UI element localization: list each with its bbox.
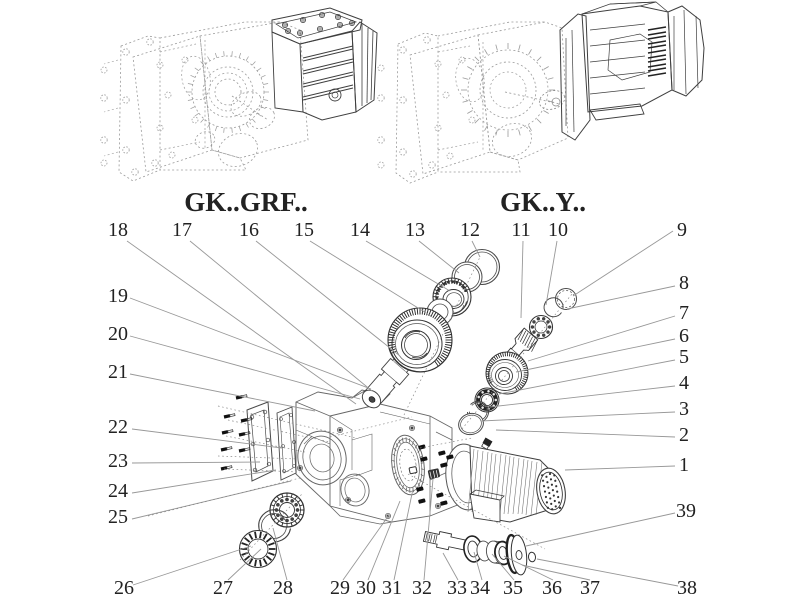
svg-text:17: 17 bbox=[172, 219, 192, 241]
svg-text:23: 23 bbox=[108, 450, 128, 472]
svg-text:21: 21 bbox=[108, 361, 128, 383]
svg-text:15: 15 bbox=[294, 219, 314, 241]
svg-text:32: 32 bbox=[412, 577, 432, 599]
svg-text:4: 4 bbox=[679, 372, 689, 394]
svg-text:26: 26 bbox=[114, 577, 134, 599]
svg-text:11: 11 bbox=[511, 219, 530, 241]
svg-text:28: 28 bbox=[273, 577, 293, 599]
svg-text:35: 35 bbox=[503, 577, 523, 599]
svg-text:13: 13 bbox=[405, 219, 425, 241]
svg-text:6: 6 bbox=[679, 325, 689, 347]
svg-text:1: 1 bbox=[679, 454, 689, 476]
svg-text:10: 10 bbox=[548, 219, 568, 241]
svg-text:37: 37 bbox=[580, 577, 600, 599]
svg-text:33: 33 bbox=[447, 577, 467, 599]
svg-text:2: 2 bbox=[679, 424, 689, 446]
svg-text:3: 3 bbox=[679, 398, 689, 420]
svg-text:36: 36 bbox=[542, 577, 562, 599]
svg-text:18: 18 bbox=[108, 219, 128, 241]
svg-text:24: 24 bbox=[108, 480, 128, 502]
svg-text:14: 14 bbox=[350, 219, 370, 241]
svg-text:9: 9 bbox=[677, 219, 687, 241]
svg-text:GK..Y..: GK..Y.. bbox=[500, 187, 586, 217]
svg-text:38: 38 bbox=[677, 577, 697, 599]
svg-text:GK..GRF..: GK..GRF.. bbox=[184, 187, 308, 217]
svg-text:39: 39 bbox=[676, 500, 696, 522]
svg-text:16: 16 bbox=[239, 219, 259, 241]
svg-text:30: 30 bbox=[356, 577, 376, 599]
svg-text:8: 8 bbox=[679, 272, 689, 294]
svg-text:25: 25 bbox=[108, 506, 128, 528]
svg-text:29: 29 bbox=[330, 577, 350, 599]
svg-text:22: 22 bbox=[108, 416, 128, 438]
svg-text:20: 20 bbox=[108, 323, 128, 345]
svg-text:31: 31 bbox=[382, 577, 402, 599]
svg-text:27: 27 bbox=[213, 577, 233, 599]
svg-text:19: 19 bbox=[108, 285, 128, 307]
svg-text:5: 5 bbox=[679, 346, 689, 368]
svg-text:7: 7 bbox=[679, 302, 689, 324]
svg-text:34: 34 bbox=[470, 577, 490, 599]
svg-text:12: 12 bbox=[460, 219, 480, 241]
